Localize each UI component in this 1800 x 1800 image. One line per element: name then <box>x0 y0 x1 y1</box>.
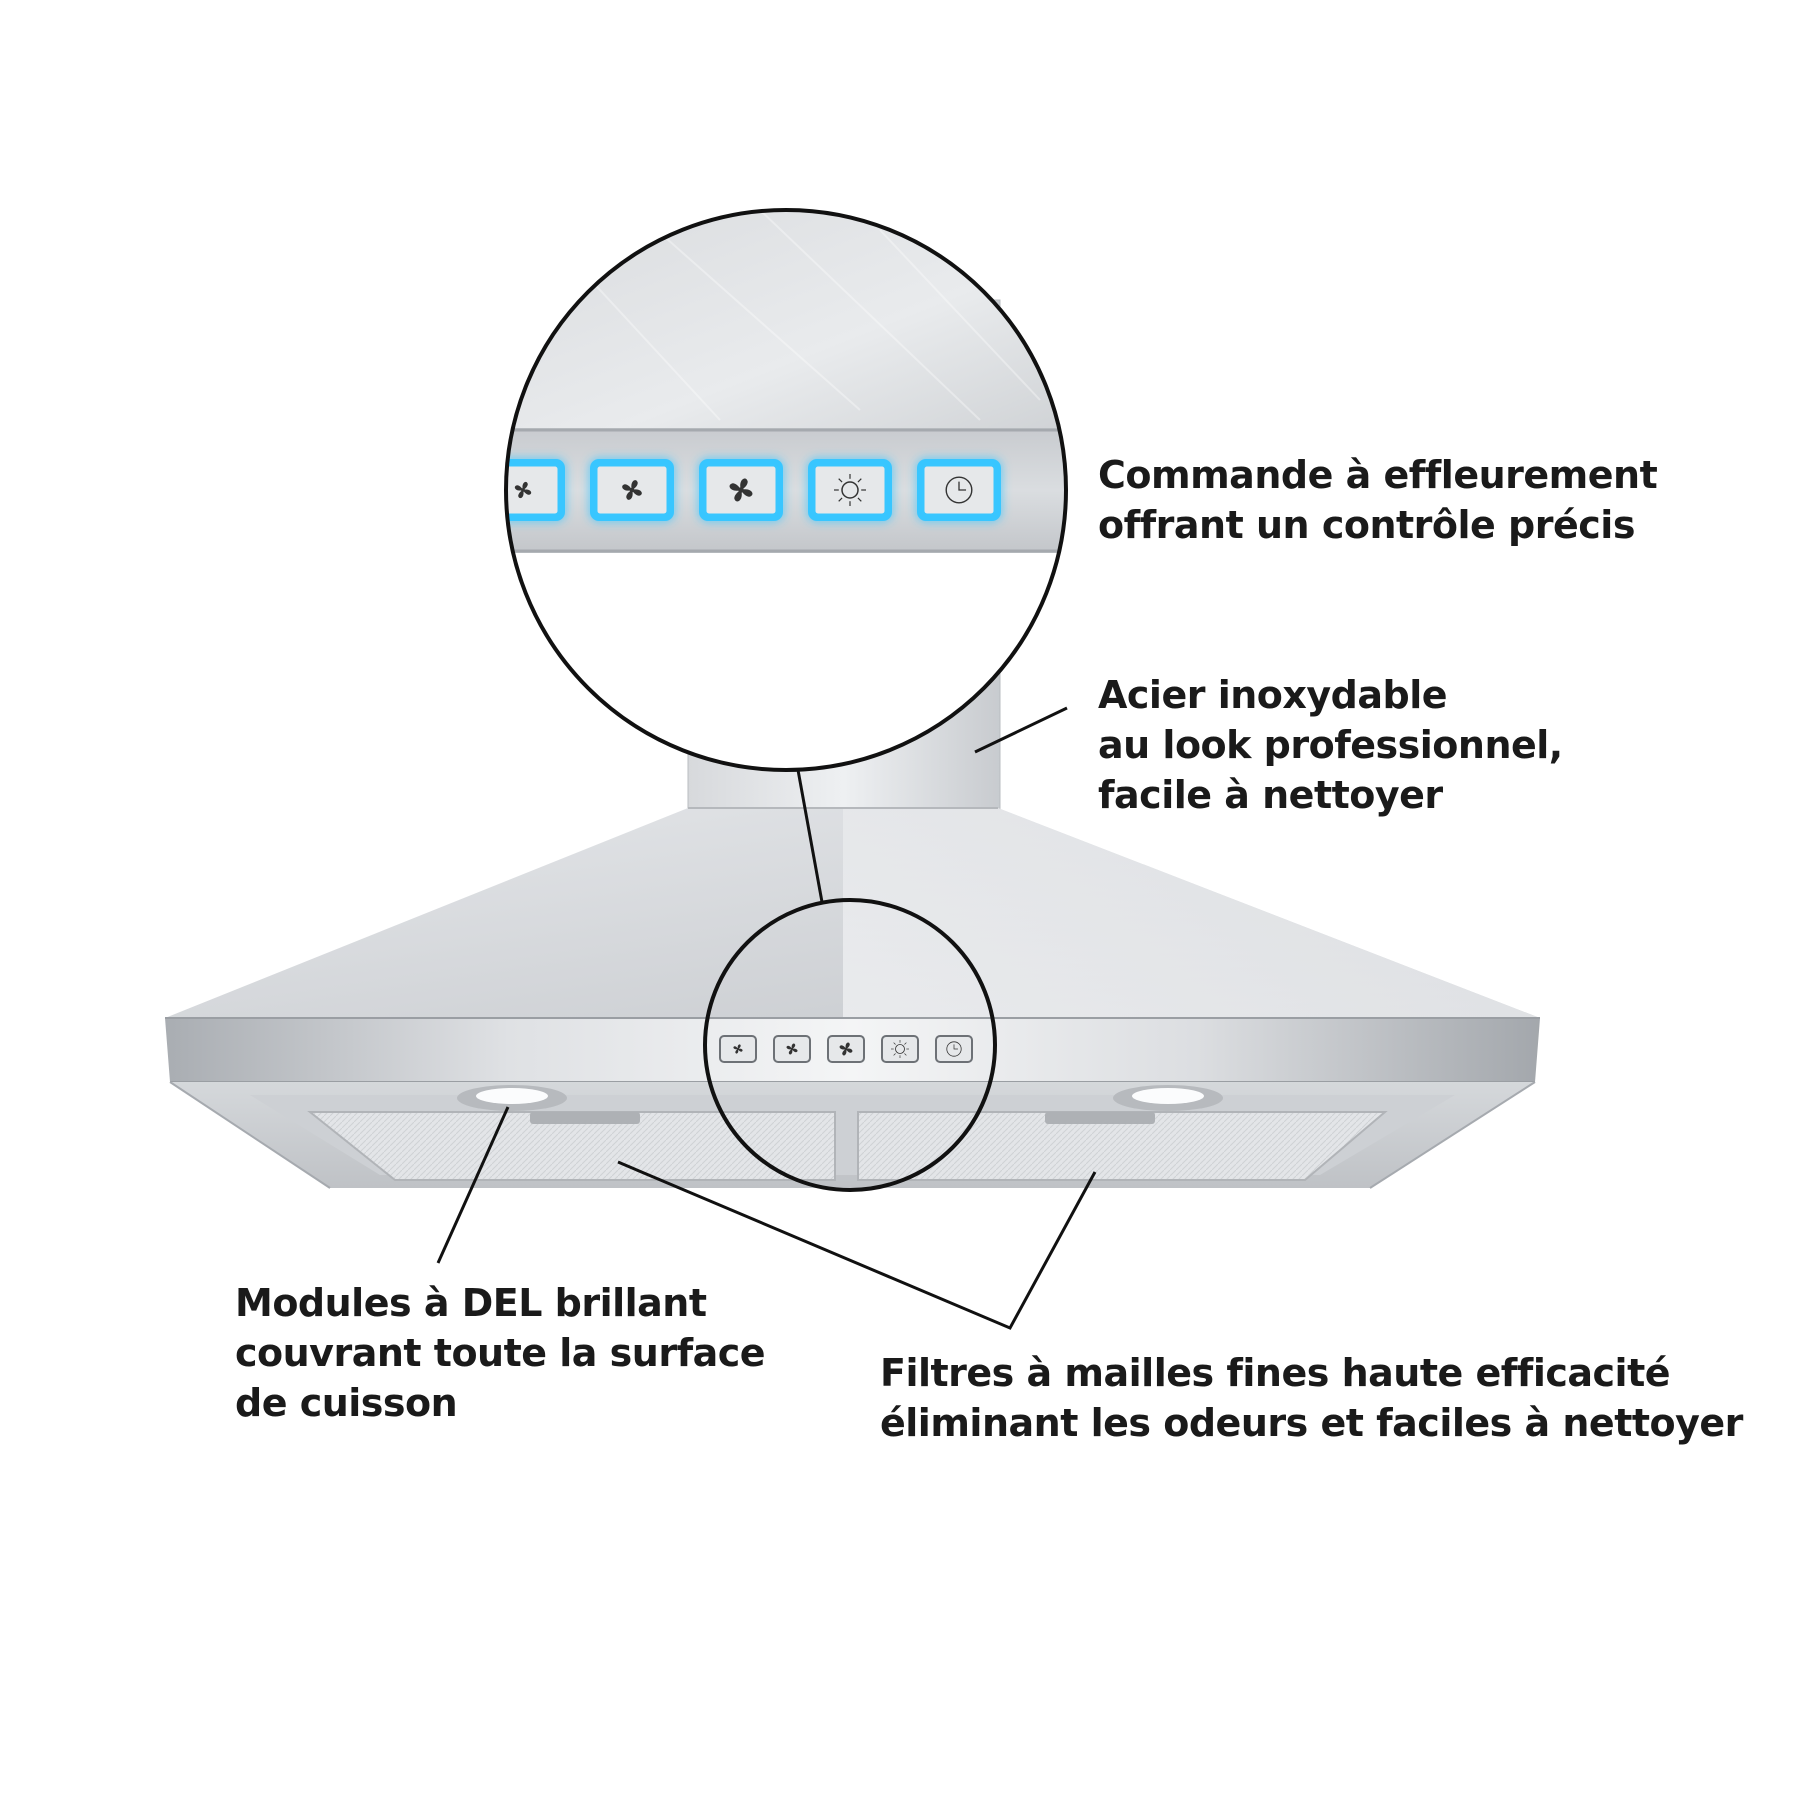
small-zoom-circle <box>703 898 997 1192</box>
control-button-fan-low[interactable] <box>484 459 565 521</box>
control-button-timer[interactable] <box>917 459 1001 521</box>
callout-led-modules-line-3: de cuisson <box>235 1381 458 1425</box>
filter-handle-right <box>1045 1112 1155 1124</box>
callout-led-modules-line-1: Modules à DEL brillant <box>235 1281 707 1325</box>
control-button-fan-high[interactable] <box>827 1035 865 1063</box>
callout-stainless-steel-line-1: Acier inoxydable <box>1098 673 1448 717</box>
led-leader-line <box>436 1106 510 1264</box>
mesh-filter-right <box>857 1111 1388 1181</box>
control-button-light[interactable] <box>808 459 892 521</box>
hood-control-panel <box>719 1035 973 1063</box>
control-button-fan-medium[interactable] <box>773 1035 811 1063</box>
big-zoom-circle <box>484 208 1068 772</box>
filter-leader-line <box>617 1160 1097 1330</box>
callout-touch-control-line-2: offrant un contrôle précis <box>1098 503 1635 547</box>
led-light-right <box>1113 1085 1223 1111</box>
callout-touch-control: Commande à effleurement offrant un contr… <box>1098 450 1658 550</box>
callout-mesh-filters-line-2: éliminant les odeurs et faciles à nettoy… <box>880 1401 1743 1445</box>
callout-stainless-steel: Acier inoxydable au look professionnel, … <box>1098 670 1563 820</box>
callout-mesh-filters: Filtres à mailles fines haute efficacité… <box>880 1348 1743 1448</box>
control-button-light[interactable] <box>881 1035 919 1063</box>
control-button-fan-medium[interactable] <box>590 459 674 521</box>
callout-stainless-steel-line-2: au look professionnel, <box>1098 723 1563 767</box>
callout-touch-control-line-1: Commande à effleurement <box>1098 453 1658 497</box>
led-light-left <box>457 1085 567 1111</box>
timer-icon <box>946 1041 962 1057</box>
canopy <box>165 807 1540 1018</box>
filter-handle-left <box>530 1112 640 1124</box>
underside <box>169 1081 1536 1189</box>
light-icon <box>834 474 866 506</box>
callout-stainless-steel-line-3: facile à nettoyer <box>1098 773 1443 817</box>
callout-mesh-filters-line-1: Filtres à mailles fines haute efficacité <box>880 1351 1671 1395</box>
zoom-connector-line <box>796 769 824 903</box>
control-button-timer[interactable] <box>935 1035 973 1063</box>
light-icon <box>891 1040 909 1058</box>
steel-leader-line <box>974 706 1068 754</box>
timer-icon <box>945 476 973 504</box>
control-button-fan-high[interactable] <box>699 459 783 521</box>
control-button-fan-low[interactable] <box>719 1035 757 1063</box>
callout-led-modules: Modules à DEL brillant couvrant toute la… <box>235 1278 766 1428</box>
mesh-filter-left <box>307 1111 836 1181</box>
callout-led-modules-line-2: couvrant toute la surface <box>235 1331 766 1375</box>
